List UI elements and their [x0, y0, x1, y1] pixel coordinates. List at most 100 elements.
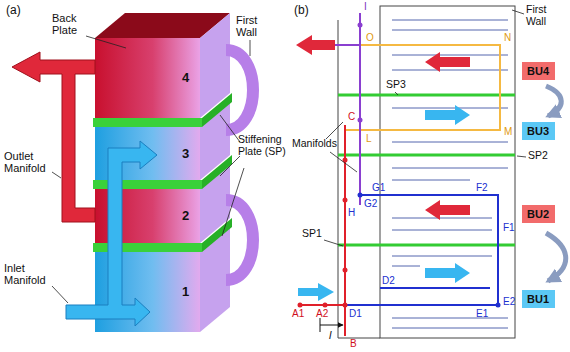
cooling-channel — [392, 168, 508, 169]
dimension-arrow — [320, 325, 343, 326]
flow-point — [496, 303, 501, 308]
u-bend — [226, 50, 253, 130]
cooling-channel — [392, 218, 492, 219]
cooling-channel — [392, 328, 508, 329]
point-label: Manifolds — [292, 138, 337, 150]
node-text: 3 — [182, 146, 190, 161]
cooling-channel — [392, 230, 492, 231]
flow-path — [359, 13, 361, 205]
flow-arrow — [296, 35, 470, 301]
stiffening-plate — [93, 118, 202, 127]
leader-line — [220, 115, 240, 142]
part-name: Back Plate — [52, 12, 88, 36]
point-label: F1 — [503, 222, 515, 233]
first-wall-outline — [338, 20, 339, 338]
panel-letter: (a) — [6, 4, 21, 17]
flow-point — [343, 303, 348, 308]
point-label: F2 — [476, 182, 488, 193]
leader-line — [52, 36, 250, 303]
cooling-channel — [392, 142, 508, 143]
point-label: H — [348, 207, 355, 218]
node-text: BU1 — [527, 293, 550, 305]
bend-arrow — [546, 233, 566, 281]
leader-line — [324, 10, 526, 246]
first-wall-outline — [338, 338, 380, 339]
first-wall-outline — [380, 6, 515, 338]
flow-path — [345, 195, 498, 305]
flow-arrow — [425, 263, 470, 283]
node-text: BU4 — [527, 65, 550, 77]
cooling-channel — [392, 70, 508, 71]
part-name: Stiffening Plate (SP) — [238, 134, 290, 157]
flow-point — [358, 23, 363, 28]
bend-arrow — [546, 86, 561, 116]
inlet-manifold — [66, 141, 157, 326]
inlet-manifold — [66, 141, 157, 326]
point-label: N — [504, 32, 511, 43]
flow-path — [380, 287, 490, 289]
bend-arrow — [546, 86, 566, 281]
breeding-unit-box: BU2 — [522, 205, 555, 223]
flow-point — [298, 303, 303, 308]
node-text: 4 — [182, 70, 190, 85]
cooling-channel — [392, 20, 508, 328]
leader-line — [250, 40, 251, 56]
leader-line — [86, 36, 126, 48]
block-number: 2 — [180, 207, 192, 224]
point-label: G1 — [372, 182, 385, 193]
point-label: M — [504, 126, 512, 137]
point-label: l — [329, 329, 331, 341]
leader-line — [220, 156, 240, 176]
leader-line — [326, 122, 343, 139]
point-label: L — [366, 133, 372, 144]
breeding-unit-box: BU3 — [522, 122, 555, 140]
stiffening-plate — [202, 218, 232, 252]
cooling-channel — [392, 20, 508, 21]
part-name: Outlet Manifold — [4, 150, 58, 174]
flow-arrow — [425, 200, 470, 220]
point-label: A1 — [292, 308, 304, 319]
block-number: 4 — [180, 69, 192, 86]
leader-line — [52, 286, 68, 303]
node-text: 2 — [182, 208, 190, 223]
stiffening-plate-line — [338, 95, 515, 245]
panel-letter: (b) — [294, 4, 309, 17]
leader-line — [324, 240, 343, 246]
outlet-manifold — [12, 52, 95, 222]
point-label: E1 — [476, 308, 488, 319]
cooling-channel — [392, 55, 508, 56]
dimension-arrow — [320, 318, 343, 332]
stiffening-plate-line — [338, 154, 515, 157]
cooling-channel — [392, 108, 508, 109]
flow-path — [345, 45, 500, 130]
point-label: O — [366, 32, 374, 43]
point-label: E2 — [503, 296, 515, 307]
blanket-module — [95, 38, 200, 118]
cooling-channel — [392, 256, 492, 257]
cooling-channel — [392, 318, 508, 319]
leader-line — [395, 92, 398, 95]
cooling-channel — [392, 180, 470, 181]
part-name: First Wall — [236, 14, 270, 38]
point-label: B — [350, 338, 357, 349]
node-text: 1 — [182, 284, 190, 299]
stiffening-plate — [202, 155, 232, 189]
flow-point — [358, 118, 363, 123]
outlet-manifold — [12, 52, 95, 222]
flow-point — [358, 193, 363, 198]
part-name: First Wall — [526, 4, 566, 27]
flow-path — [300, 13, 500, 336]
stiffening-plate — [202, 93, 232, 127]
point-label: SP3 — [386, 79, 406, 91]
breeding-unit-box: BU4 — [522, 62, 555, 80]
point-label: D2 — [382, 275, 395, 286]
flow-point — [298, 23, 501, 308]
point-label: A2 — [316, 308, 328, 319]
block-number: 3 — [180, 145, 192, 162]
point-label: G2 — [364, 198, 377, 209]
point-label: I — [364, 1, 367, 12]
flow-arrow — [425, 52, 470, 72]
leader-line — [222, 168, 244, 236]
